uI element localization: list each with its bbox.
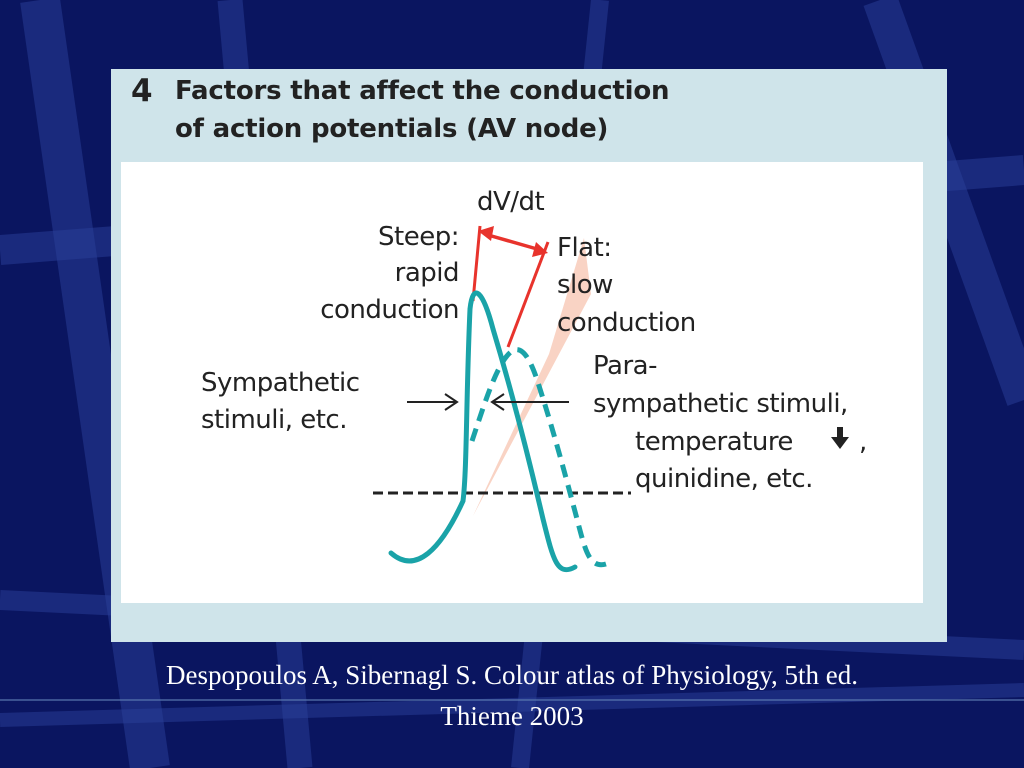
dvdt-arrowhead-left xyxy=(478,226,494,241)
citation-line-2: Thieme 2003 xyxy=(440,701,584,731)
temperature-comma: , xyxy=(859,427,867,457)
parasympathetic-arrowhead xyxy=(490,393,505,411)
quinidine-label: quinidine, etc. xyxy=(635,464,813,494)
dvdt-arrowhead-right xyxy=(532,242,548,257)
slope-wedge-fill xyxy=(473,238,591,516)
diagram-area xyxy=(121,162,923,603)
figure-title-line-2: of action potentials (AV node) xyxy=(175,114,609,144)
figure-panel: 4 Factors that affect the conduction of … xyxy=(111,69,947,642)
steep-label: Steep: xyxy=(378,222,459,252)
rapid-label: rapid xyxy=(395,258,459,288)
action-potential-dashed-curve xyxy=(469,347,607,568)
sympathetic-stimuli-label: stimuli, etc. xyxy=(201,405,347,435)
dvdt-double-arrow xyxy=(487,233,538,251)
temperature-label: temperature xyxy=(635,427,793,457)
slow-label: slow xyxy=(557,270,613,300)
figure-number: 4 xyxy=(131,73,153,109)
dvdt-label: dV/dt xyxy=(477,187,545,217)
rapid-conduction-label: conduction xyxy=(320,295,459,325)
slow-conduction-label: conduction xyxy=(557,308,696,338)
flat-label: Flat: xyxy=(557,233,612,263)
flat-slope-line xyxy=(506,241,550,348)
down-arrow-icon xyxy=(831,427,849,449)
steep-slope-line xyxy=(471,225,482,302)
figure-title-line-1: Factors that affect the conduction xyxy=(175,76,670,106)
action-potential-solid-curve xyxy=(388,290,578,573)
para-label: Para- xyxy=(593,351,657,381)
parasympathetic-stimuli-label: sympathetic stimuli, xyxy=(593,389,848,419)
sympathetic-arrowhead xyxy=(444,393,459,411)
citation-line-1: Despopoulos A, Sibernagl S. Colour atlas… xyxy=(166,660,858,690)
action-potential-diagram: dV/dt Steep: rapid conduction Flat: slow… xyxy=(201,187,867,573)
sympathetic-label: Sympathetic xyxy=(201,368,360,398)
